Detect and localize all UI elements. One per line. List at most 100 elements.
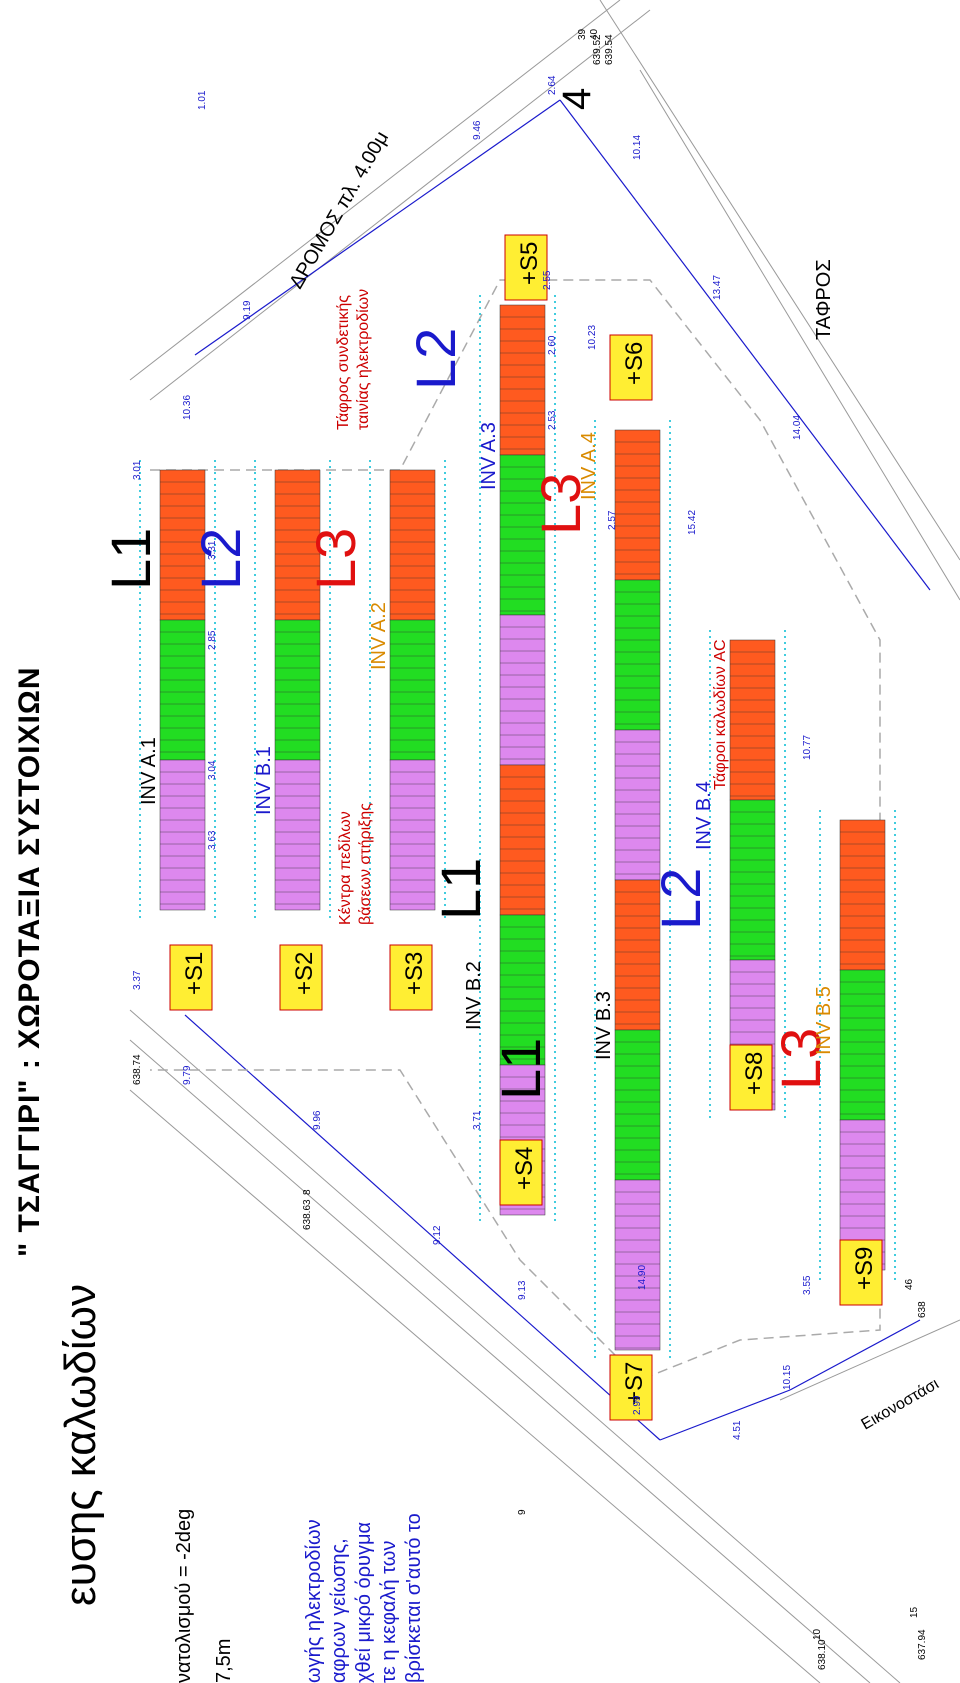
inverter-label: INV B.2 bbox=[463, 961, 485, 1030]
note-line: βρίσκεται σ'αυτό το bbox=[403, 1513, 425, 1683]
page-title: " ΤΣΑΓΓΙΡΙ" : ΧΩΡΟΤΑΞΙΑ ΣΥΣΤΟΙΧΙΩΝ bbox=[13, 666, 46, 1257]
panel-block bbox=[274, 469, 321, 621]
phase-label: L2 bbox=[649, 868, 712, 930]
string-tag-6: +S6 bbox=[621, 342, 648, 385]
dimension-text: 10.23 bbox=[587, 325, 598, 350]
road-label: ΔΡΟΜΟΣ πλ. 4.00μ bbox=[285, 128, 393, 293]
page-subtitle: ευσης καλωδίων bbox=[55, 1284, 105, 1606]
point-number: 9 bbox=[517, 1509, 528, 1515]
panel-row bbox=[139, 460, 216, 920]
dimension-text: 1.01 bbox=[197, 90, 208, 110]
elevation-text: 638.74 bbox=[132, 1054, 143, 1085]
dimension-text: 9.12 bbox=[432, 1225, 443, 1245]
string-tag-4: +S4 bbox=[511, 1147, 538, 1190]
panel-row bbox=[594, 420, 671, 1360]
panel-block bbox=[499, 914, 546, 1066]
corner-number: 4 bbox=[555, 88, 599, 110]
panel-block bbox=[159, 619, 206, 761]
phase-label: L1 bbox=[429, 858, 492, 920]
panel-block bbox=[499, 764, 546, 916]
dimension-text: 9.79 bbox=[182, 1065, 193, 1085]
panel-block bbox=[839, 819, 886, 971]
shrine-label: Εικονοστάσι bbox=[859, 1375, 943, 1433]
string-tag-3: +S3 bbox=[401, 952, 428, 995]
point-number: 8 bbox=[302, 1189, 313, 1195]
note-line: τε η κεφαλή των bbox=[378, 1541, 400, 1683]
inverter-label: INV A.1 bbox=[138, 737, 160, 805]
dimension-text: 3.71 bbox=[472, 1110, 483, 1130]
dimension-text: 13.47 bbox=[712, 275, 723, 300]
phase-label: L2 bbox=[189, 528, 252, 590]
panel-block bbox=[614, 579, 661, 731]
dimension-text: 10.14 bbox=[632, 135, 643, 160]
dimension-text: 3.37 bbox=[132, 970, 143, 990]
string-tag-box bbox=[609, 1354, 653, 1421]
dimension-text: 10.77 bbox=[802, 735, 813, 760]
panel-block bbox=[729, 799, 776, 961]
panel-row bbox=[254, 460, 331, 920]
panel-block bbox=[274, 759, 321, 911]
elevation-text: 638.10 bbox=[817, 1639, 828, 1670]
panel-row bbox=[369, 460, 446, 920]
panel-block bbox=[729, 639, 776, 801]
dimension-text: 3.04 bbox=[207, 760, 218, 780]
dimension-text: 2.64 bbox=[547, 75, 558, 95]
string-tag-8: +S8 bbox=[741, 1052, 768, 1095]
inverter-label: INV B.3 bbox=[593, 991, 615, 1060]
panel-block bbox=[389, 469, 436, 621]
elevation-text: 638.63 bbox=[302, 1199, 313, 1230]
dimension-text: 10.15 bbox=[782, 1365, 793, 1390]
panel-block bbox=[389, 619, 436, 761]
note-line: ωγής ηλεκτροδίων bbox=[303, 1519, 325, 1683]
dimension-lines bbox=[184, 99, 931, 1441]
dimension-text: 3.63 bbox=[207, 830, 218, 850]
note-line: 7,5m bbox=[213, 1639, 235, 1683]
string-tag-box bbox=[504, 234, 548, 301]
string-tag-box bbox=[169, 944, 213, 1011]
phase-label: L1 bbox=[489, 1038, 552, 1100]
panel-block bbox=[614, 1029, 661, 1181]
string-tag-box bbox=[279, 944, 323, 1011]
panel-block bbox=[499, 454, 546, 616]
dimension-text: 10.36 bbox=[182, 395, 193, 420]
panel-block bbox=[614, 429, 661, 581]
footings-annotation: Κέντρα πεδίλων bbox=[337, 811, 354, 925]
panel-block bbox=[159, 469, 206, 621]
phase-label: L3 bbox=[304, 528, 367, 590]
string-tag-box bbox=[839, 1239, 883, 1306]
point-number: 46 bbox=[904, 1278, 915, 1290]
dimension-text: 2.53 bbox=[547, 410, 558, 430]
string-tag-7: +S7 bbox=[621, 1362, 648, 1405]
inverter-label: INV B.5 bbox=[813, 986, 835, 1055]
panel-rows bbox=[139, 295, 896, 1360]
dimension-text: 9.13 bbox=[517, 1280, 528, 1300]
string-tag-2: +S2 bbox=[291, 952, 318, 995]
string-tag-1: +S1 bbox=[181, 952, 208, 995]
point-number: 10 bbox=[812, 1628, 823, 1640]
inverter-label: INV B.1 bbox=[253, 746, 275, 815]
dimension-text: 14.04 bbox=[792, 415, 803, 440]
inverter-label: INV A.3 bbox=[478, 422, 500, 490]
trench-annotation: ταινίας ηλεκτροδίων bbox=[355, 289, 372, 430]
dimension-text: 15.42 bbox=[687, 510, 698, 535]
panel-block bbox=[614, 729, 661, 881]
boundary-lines bbox=[129, 0, 960, 1683]
phase-label: L2 bbox=[404, 328, 467, 390]
footings-annotation: βάσεων στήριξης bbox=[357, 803, 374, 925]
note-line: νατολισμού = -2deg bbox=[173, 1509, 195, 1683]
string-tag-5: +S5 bbox=[516, 242, 543, 285]
inverter-label: INV B.4 bbox=[693, 781, 715, 850]
dimension-text: 2.60 bbox=[547, 335, 558, 355]
ac-trench-annotation: Τάφροι καλωδίων AC bbox=[712, 639, 729, 790]
ditch-label: ΤΑΦΡΟΣ bbox=[813, 259, 835, 340]
point-number: 40 bbox=[589, 28, 600, 40]
string-tag-box bbox=[729, 1044, 773, 1111]
note-line: αφρων γείωσης, bbox=[328, 1538, 350, 1683]
inverter-label: INV A.2 bbox=[368, 602, 390, 670]
dimension-text: 9.96 bbox=[312, 1110, 323, 1130]
string-tag-box bbox=[609, 334, 653, 401]
panel-block bbox=[159, 759, 206, 911]
elevation-text: 639.52 bbox=[592, 34, 603, 65]
